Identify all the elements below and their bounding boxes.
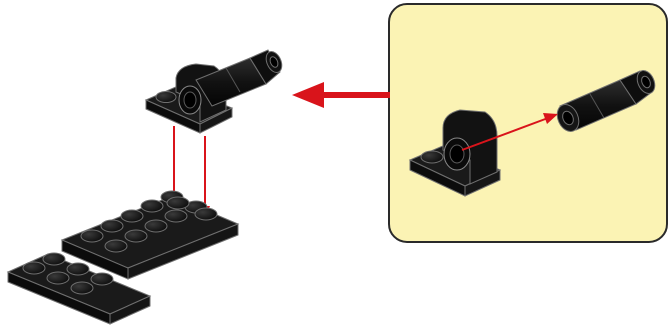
callout-box <box>389 4 667 242</box>
base-plates-stack <box>8 191 238 324</box>
sub-assembly-pin-plate <box>146 49 285 133</box>
callout-to-main-arrow <box>292 82 390 108</box>
